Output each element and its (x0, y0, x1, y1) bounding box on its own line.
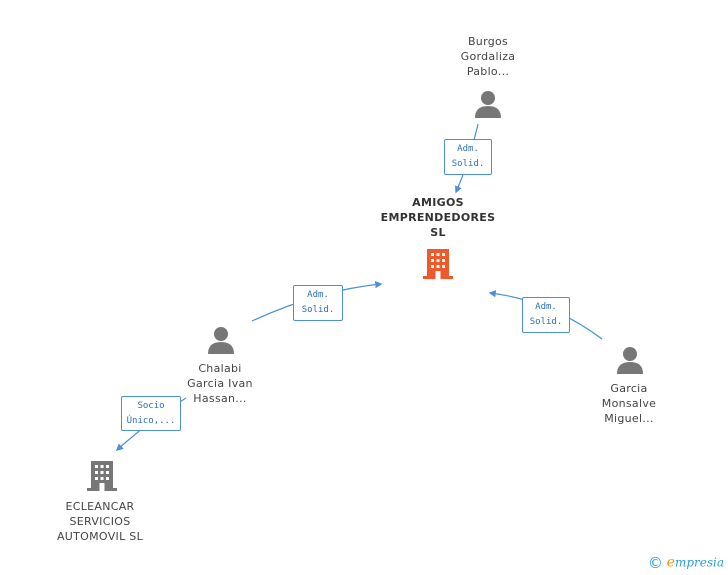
node-label-chalabi[interactable]: Chalabi Garcia Ivan Hassan... (187, 362, 253, 405)
empresia-logo[interactable]: © empresia (647, 554, 724, 572)
edge-label-chalabi-center[interactable]: Adm. Solid. (293, 285, 343, 321)
edge-label-burgos-center[interactable]: Adm. Solid. (444, 139, 492, 175)
building-icon[interactable] (85, 459, 119, 493)
person-icon[interactable] (472, 88, 504, 120)
node-label-amigos-emprendedores[interactable]: AMIGOS EMPRENDEDORES SL (380, 196, 496, 239)
edge-label-garcia-center[interactable]: Adm. Solid. (522, 297, 570, 333)
edge-label-chalabi-ecleancar[interactable]: Socio Único,... (121, 396, 181, 431)
building-icon[interactable] (421, 247, 455, 281)
copyright-icon: © (647, 554, 663, 572)
person-icon[interactable] (205, 324, 237, 356)
node-label-burgos[interactable]: Burgos Gordaliza Pablo... (460, 35, 516, 78)
node-label-garcia[interactable]: Garcia Monsalve Miguel... (601, 382, 657, 425)
person-icon[interactable] (614, 344, 646, 376)
node-label-ecleancar[interactable]: ECLEANCAR SERVICIOS AUTOMOVIL SL (56, 500, 143, 543)
